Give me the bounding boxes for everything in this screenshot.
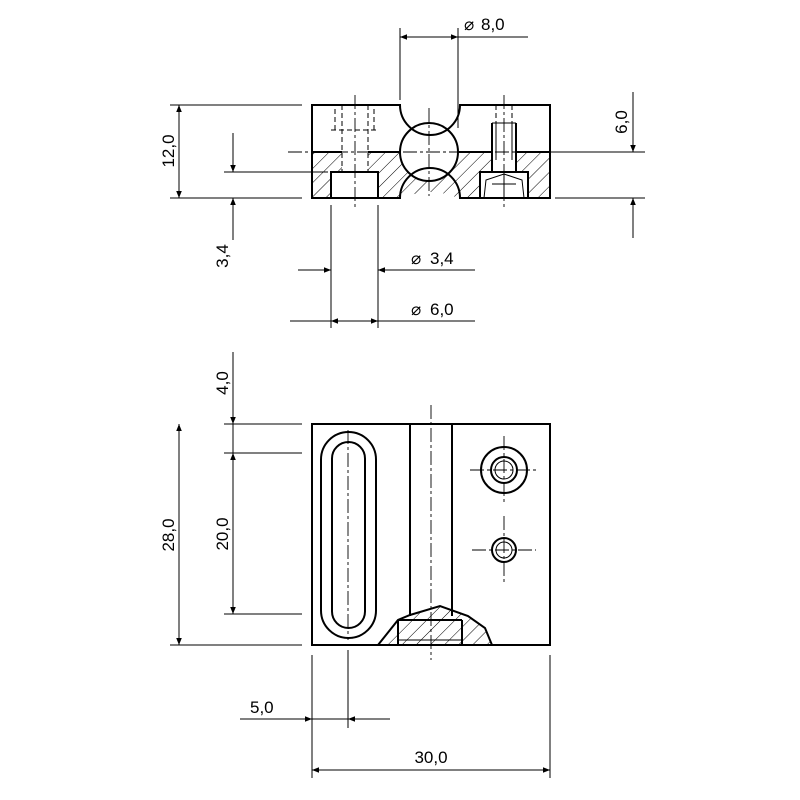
section-outline xyxy=(311,104,551,199)
dim-label-6: 6,0 xyxy=(612,110,631,134)
dimension-width-5: 5,0 xyxy=(240,650,390,728)
dimension-height-28: 28,0 xyxy=(159,424,302,646)
slot-inner xyxy=(331,441,366,629)
slot-outer xyxy=(320,431,377,639)
dim-label-dia-3-4: 3,4 xyxy=(430,249,454,268)
section-hatch-left xyxy=(312,152,342,198)
dia-symbol: ⌀ xyxy=(411,249,421,268)
front-view xyxy=(311,405,551,660)
dim-label-28: 28,0 xyxy=(159,518,178,551)
section-hatch-right xyxy=(516,152,550,198)
dimension-width-30: 30,0 xyxy=(311,655,551,778)
dimension-height-6: 6,0 xyxy=(545,92,645,238)
clamp-screw xyxy=(491,123,517,172)
dim-label-30: 30,0 xyxy=(414,748,447,767)
dimension-height-4: 4,0 xyxy=(213,352,302,454)
dimension-height-3-4: 3,4 xyxy=(213,133,328,268)
section-view xyxy=(288,95,575,210)
screw-head xyxy=(397,619,463,645)
dia-symbol: ⌀ xyxy=(411,300,421,319)
dimension-dia-6: ⌀ 6,0 xyxy=(290,280,475,328)
dim-label-4: 4,0 xyxy=(213,371,232,395)
dimension-height-12: 12,0 xyxy=(159,104,302,199)
dimension-dia-3-4: ⌀ 3,4 xyxy=(298,205,475,280)
section-hatch-middle xyxy=(368,152,492,198)
dia-symbol: ⌀ xyxy=(464,15,474,34)
front-hatch xyxy=(378,606,492,645)
dim-label-5: 5,0 xyxy=(250,698,274,717)
dim-label-20: 20,0 xyxy=(213,517,232,550)
dimension-height-20: 20,0 xyxy=(213,453,302,615)
dim-label-12: 12,0 xyxy=(159,134,178,167)
dim-label-dia-8: 8,0 xyxy=(481,15,505,34)
dimension-dia-8: ⌀ 8,0 xyxy=(399,15,528,128)
dim-label-3-4-height: 3,4 xyxy=(213,244,232,268)
counterbore xyxy=(330,171,379,198)
dim-label-dia-6: 6,0 xyxy=(430,300,454,319)
